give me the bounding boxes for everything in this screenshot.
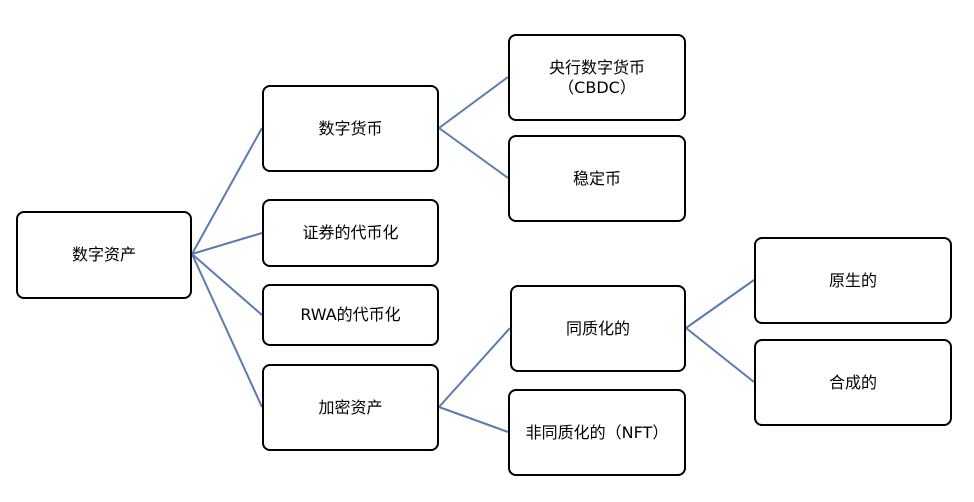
edge-root-to-crypto (191, 253, 263, 408)
node-fungible: 同质化的 (510, 285, 686, 372)
edge-root-to-rwa (191, 253, 263, 316)
node-rwa-tokenization: RWA的代币化 (262, 284, 439, 346)
node-crypto-assets: 加密资产 (262, 364, 439, 451)
node-digital-currency: 数字货币 (262, 85, 439, 172)
node-synthetic: 合成的 (754, 339, 952, 426)
edge-crypto-to-fungible (438, 327, 511, 408)
edge-root-to-digital-currency (191, 127, 263, 255)
edge-digital-currency-to-cbdc (438, 76, 509, 129)
edge-crypto-to-nft (438, 406, 509, 433)
node-digital-assets: 数字资产 (16, 211, 192, 299)
node-native: 原生的 (754, 237, 952, 324)
edge-root-to-securities (191, 232, 263, 255)
node-stablecoin: 稳定币 (508, 135, 686, 222)
node-nft: 非同质化的（NFT） (508, 389, 686, 476)
node-securities-tokenization: 证券的代币化 (262, 199, 439, 267)
edge-fungible-to-synthetic (685, 327, 755, 383)
node-cbdc: 央行数字货币 （CBDC） (508, 34, 686, 121)
edge-fungible-to-native (685, 279, 755, 329)
cbdc-label-line2: （CBDC） (558, 77, 636, 97)
cbdc-label-line1: 央行数字货币 (548, 57, 645, 77)
edge-digital-currency-to-stablecoin (438, 127, 509, 179)
